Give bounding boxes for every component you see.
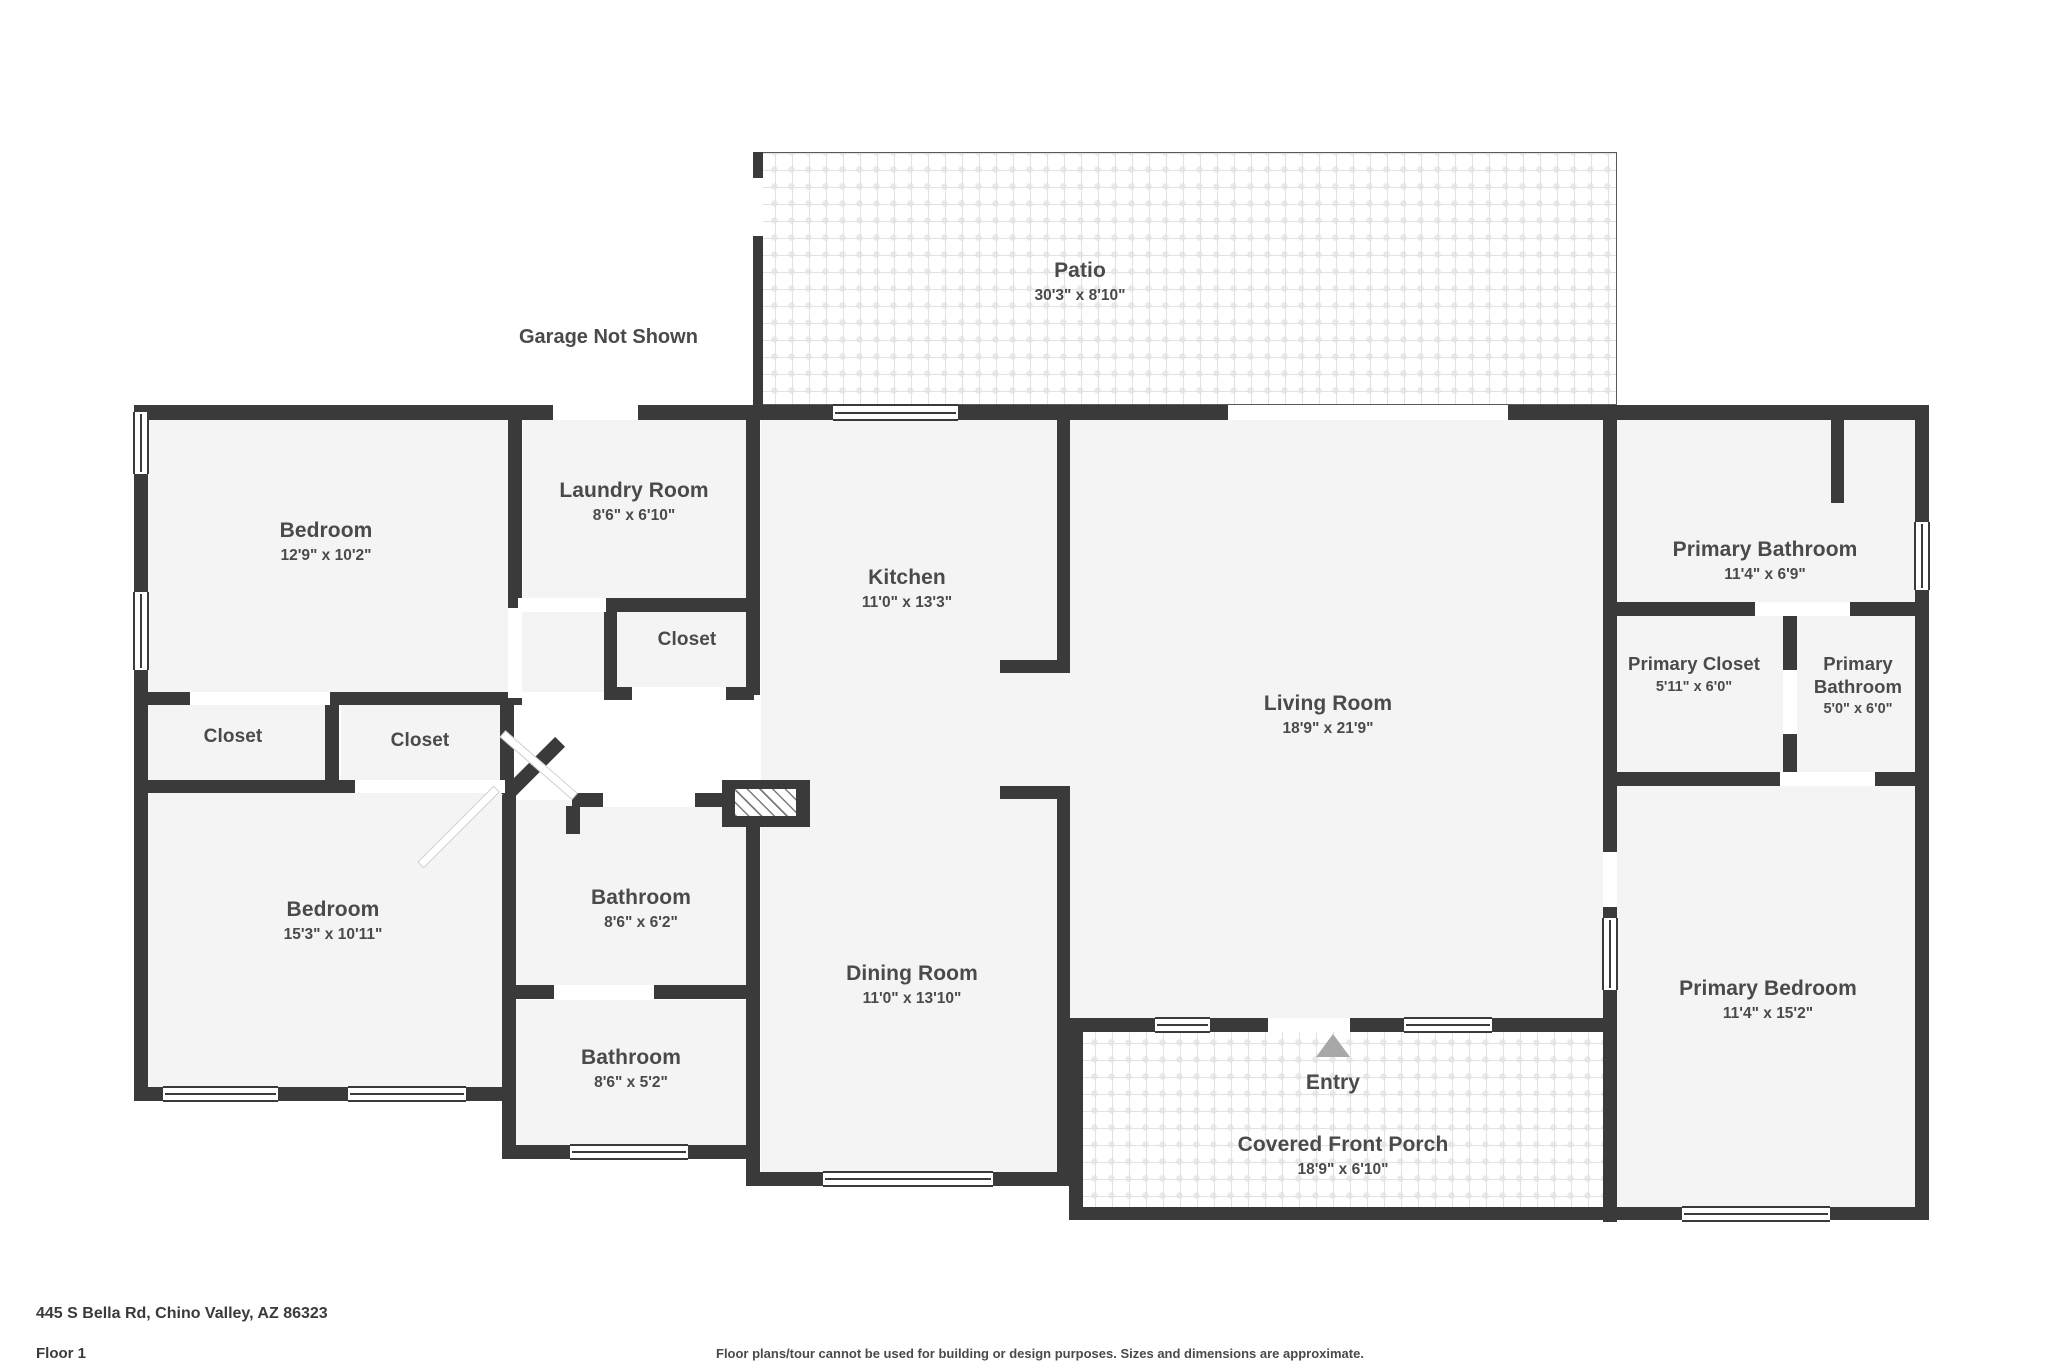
patio-area [757,152,1617,405]
window-primary-bedroom-left [1602,918,1618,990]
exterior-wall-top-left [134,405,760,420]
wall-closet-laundry-left [604,605,617,693]
covered-front-porch-area [1077,1025,1610,1219]
living-room-floor [1069,412,1608,1025]
triangle-up-icon [1316,1034,1350,1057]
door-closet-right-bottom [355,780,505,793]
wall-patio-left-upper [753,152,763,178]
footer-floor-label: Floor 1 [36,1345,87,1362]
exterior-wall-top-right [1603,405,1929,420]
primary-bathroom-1-floor [1610,412,1922,602]
door-entry [1268,1018,1350,1032]
wall-bedroom2-bathroom1 [502,795,516,1095]
window-bedroom1-upper [133,412,149,474]
door-laundry-bottom [518,598,606,612]
door-bathroom1-top [603,793,695,807]
wall-laundry-kitchen [746,405,760,695]
door-bathroom2-divider [554,985,654,999]
wall-dining-divider-vertical [1057,786,1070,1186]
wall-patio-left-lower [753,236,763,408]
window-kitchen-patio [833,404,958,421]
wall-primary-bedroom-left [1603,602,1617,1222]
window-living-right-of-entry [1404,1017,1492,1033]
wall-bathrooms-right [746,793,760,1153]
window-bedroom2-right [348,1086,466,1102]
window-primary-bedroom-bottom [1682,1206,1830,1222]
dining-room-floor [761,782,1069,1182]
wall-closets-divider [325,692,339,793]
window-bedroom2-left [163,1086,278,1102]
opening-top-laundry [553,405,638,420]
closet-left-floor [141,702,325,784]
footer-disclaimer: Floor plans/tour cannot be used for buil… [716,1346,1364,1361]
window-primary-bathroom1-right [1914,522,1930,590]
exterior-wall-left-lower [134,700,148,1095]
laundry-corridor-floor [512,612,612,692]
opening-top-living [1228,405,1508,420]
exterior-wall-bathroom2-right-step [502,1087,516,1152]
opening-patio-left-gap [753,176,763,238]
door-closet-left-top [190,692,330,705]
bathroom-1-floor [512,800,752,988]
closet-laundry-floor [612,612,752,692]
window-bathroom2-bottom [570,1144,688,1160]
wall-primary-suite-bottom [1603,772,1929,786]
bathroom-2-floor [512,1000,752,1152]
primary-bedroom-floor [1610,786,1922,1220]
primary-bathroom-2-floor [1797,614,1922,774]
wall-dining-divider-horizontal [1000,786,1070,799]
wall-angled-bathroom-lower [566,806,580,834]
primary-closet-floor [1610,614,1785,774]
note-garage-not-shown: Garage Not Shown [519,326,698,348]
laundry-room-floor [523,412,751,602]
window-bedroom1-lower [133,592,149,670]
door-primary-bathroom1-entry [1755,602,1850,616]
door-laundry-to-hall [508,608,522,698]
closet-right-floor [341,702,510,784]
door-primary-bedroom-to-living [1603,852,1617,907]
door-primary-bathroom2-bottom [1780,772,1875,786]
window-living-left-of-entry [1155,1017,1210,1033]
bedroom-1-floor [141,412,510,700]
kitchen-floor [761,412,1069,782]
door-closet-laundry-bottom [632,687,726,700]
door-primary-closet [1783,670,1797,734]
wall-kitchen-peninsula-vertical [1057,412,1070,662]
wall-primary-bathroom1-stub [1831,405,1844,503]
window-dining-bottom [823,1171,993,1187]
exterior-wall-bottom-porch [1069,1207,1617,1220]
wall-primary-bathroom1-left [1603,405,1617,605]
water-heater-icon [734,788,797,817]
exterior-wall-porch-left [1069,1018,1083,1208]
footer-address: 445 S Bella Rd, Chino Valley, AZ 86323 [36,1305,328,1322]
wall-kitchen-peninsula-horizontal [1000,660,1070,673]
